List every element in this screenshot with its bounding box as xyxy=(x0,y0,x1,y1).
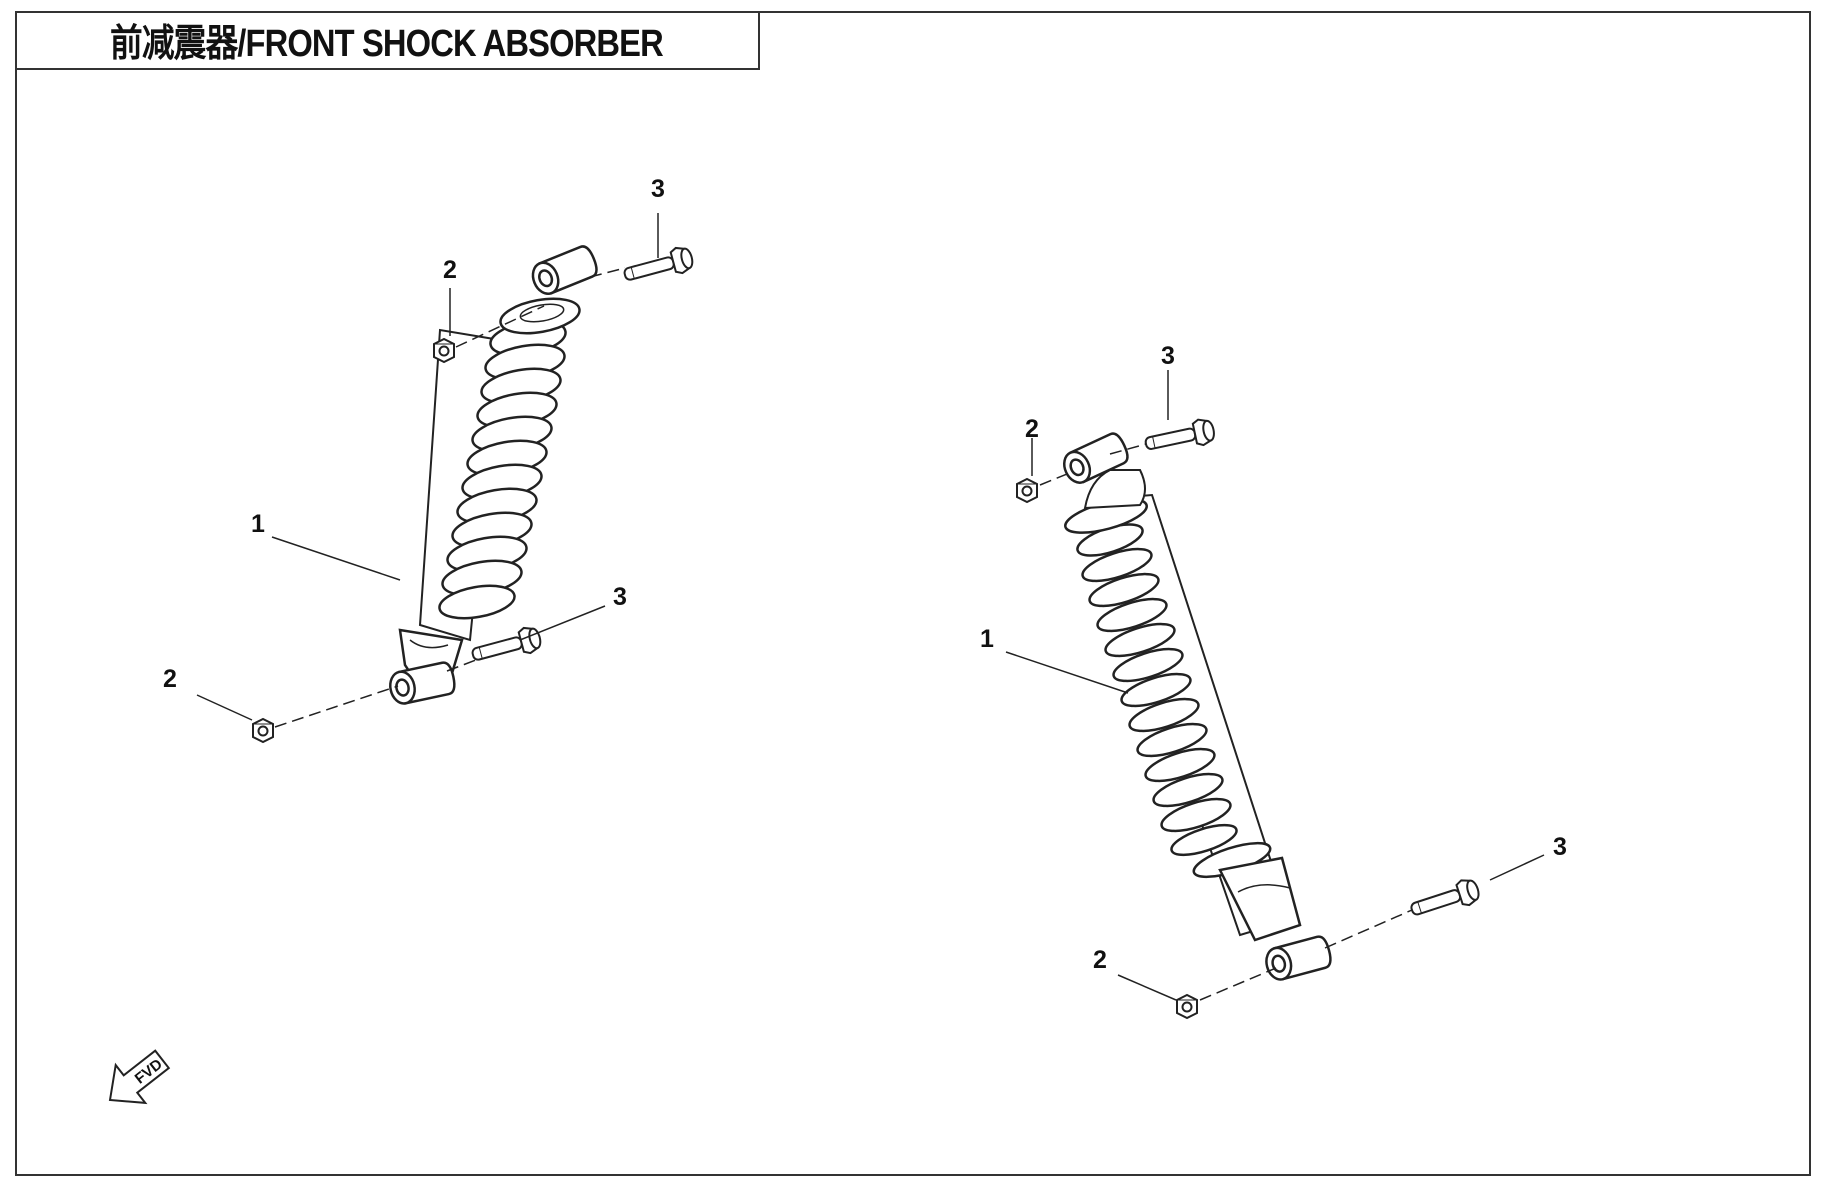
right-bottom-bolt xyxy=(1406,875,1483,924)
callout-left-top-nut: 2 xyxy=(443,256,457,284)
right-bottom-eye-mount xyxy=(1261,933,1335,984)
left-top-eye-mount xyxy=(527,242,602,299)
right-leader-lines xyxy=(1005,370,1545,1001)
callout-labels: 1 2 3 2 3 1 2 3 2 3 xyxy=(163,175,1567,974)
callout-left-top-bolt: 3 xyxy=(651,175,665,203)
left-leader-lines xyxy=(196,213,659,721)
left-bottom-bolt xyxy=(468,623,545,669)
title-block: 前减震器/FRONT SHOCK ABSORBER xyxy=(15,11,760,70)
callout-right-top-nut: 2 xyxy=(1025,415,1039,443)
forward-arrow-icon xyxy=(108,1049,171,1105)
left-top-nut xyxy=(433,338,455,363)
left-coil-spring xyxy=(438,319,567,620)
right-shock-absorber xyxy=(1058,429,1335,984)
left-alignment-axes xyxy=(274,267,626,728)
right-bottom-nut xyxy=(1176,994,1198,1019)
left-shock-absorber xyxy=(386,242,602,707)
right-coil-spring xyxy=(1076,523,1238,857)
left-bottom-nut xyxy=(252,718,274,743)
callout-right-bottom-nut: 2 xyxy=(1093,946,1107,974)
right-top-nut xyxy=(1016,478,1038,503)
callout-right-shock: 1 xyxy=(980,625,994,653)
left-bottom-eye-mount xyxy=(386,659,458,707)
callout-left-bottom-nut: 2 xyxy=(163,665,177,693)
right-alignment-axes xyxy=(1039,443,1413,1001)
forward-direction-arrow: FVD xyxy=(108,1049,171,1105)
callout-right-top-bolt: 3 xyxy=(1161,342,1175,370)
callout-left-shock: 1 xyxy=(251,510,265,538)
right-top-bolt xyxy=(1142,415,1218,458)
diagram-title: 前减震器/FRONT SHOCK ABSORBER xyxy=(110,23,664,65)
drawing-frame xyxy=(15,11,1811,1176)
callout-right-bottom-bolt: 3 xyxy=(1553,833,1567,861)
callout-left-bottom-bolt: 3 xyxy=(613,583,627,611)
right-lower-body xyxy=(1218,856,1302,942)
